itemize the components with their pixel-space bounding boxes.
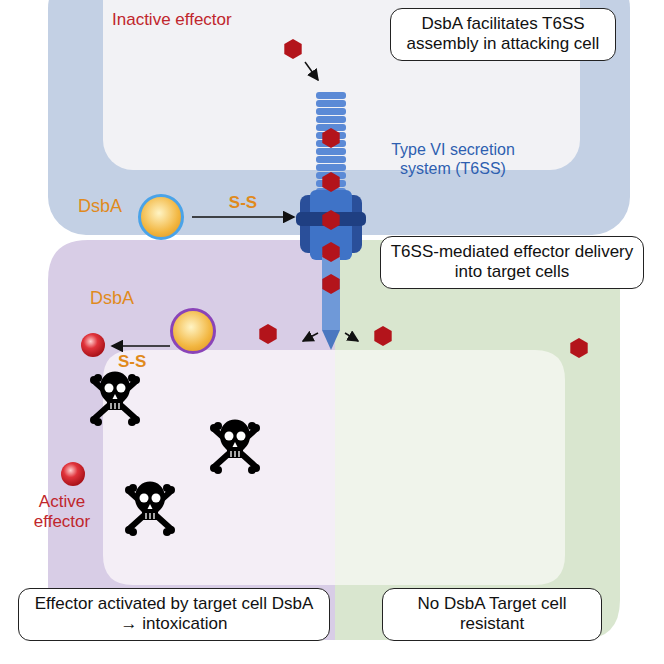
part-label: DsbA [90,288,134,310]
dsba-protein [138,194,184,240]
labelled-part: DsbA [72,190,190,240]
sheath-ring [316,116,346,123]
text-label: S-S [118,352,146,372]
text-label: Inactive effector [112,10,232,30]
sheath-ring [316,164,346,171]
sheath-ring [316,100,346,107]
labelled-part: Type VI secretion system (T6SS) [296,140,546,250]
sheath-ring [316,92,346,99]
callout-text: DsbA facilitates T6SS assembly in attack… [399,14,607,55]
callout-box: T6SS-mediated effector delivery into tar… [380,236,644,289]
callout-box: DsbA facilitates T6SS assembly in attack… [390,8,616,61]
connector-arrow [192,216,294,218]
callout-box: No DsbA Target cell resistant [382,588,602,641]
callout-box: Effector activated by target cell DsbA →… [18,588,330,641]
part-label: Type VI secretion system (T6SS) [368,140,538,178]
text-label: Active effector [22,492,102,533]
dsba-protein [170,308,216,354]
edge-label: S-S [229,193,257,213]
sheath-ring [316,148,346,155]
labelled-part: DsbA [76,288,226,358]
callout-text: No DsbA Target cell resistant [391,594,593,635]
sheath-ring [316,156,346,163]
callout-text: Effector activated by target cell DsbA →… [27,594,321,635]
part-label: DsbA [78,196,122,218]
callout-text: T6SS-mediated effector delivery into tar… [389,242,635,283]
sheath-ring [316,108,346,115]
